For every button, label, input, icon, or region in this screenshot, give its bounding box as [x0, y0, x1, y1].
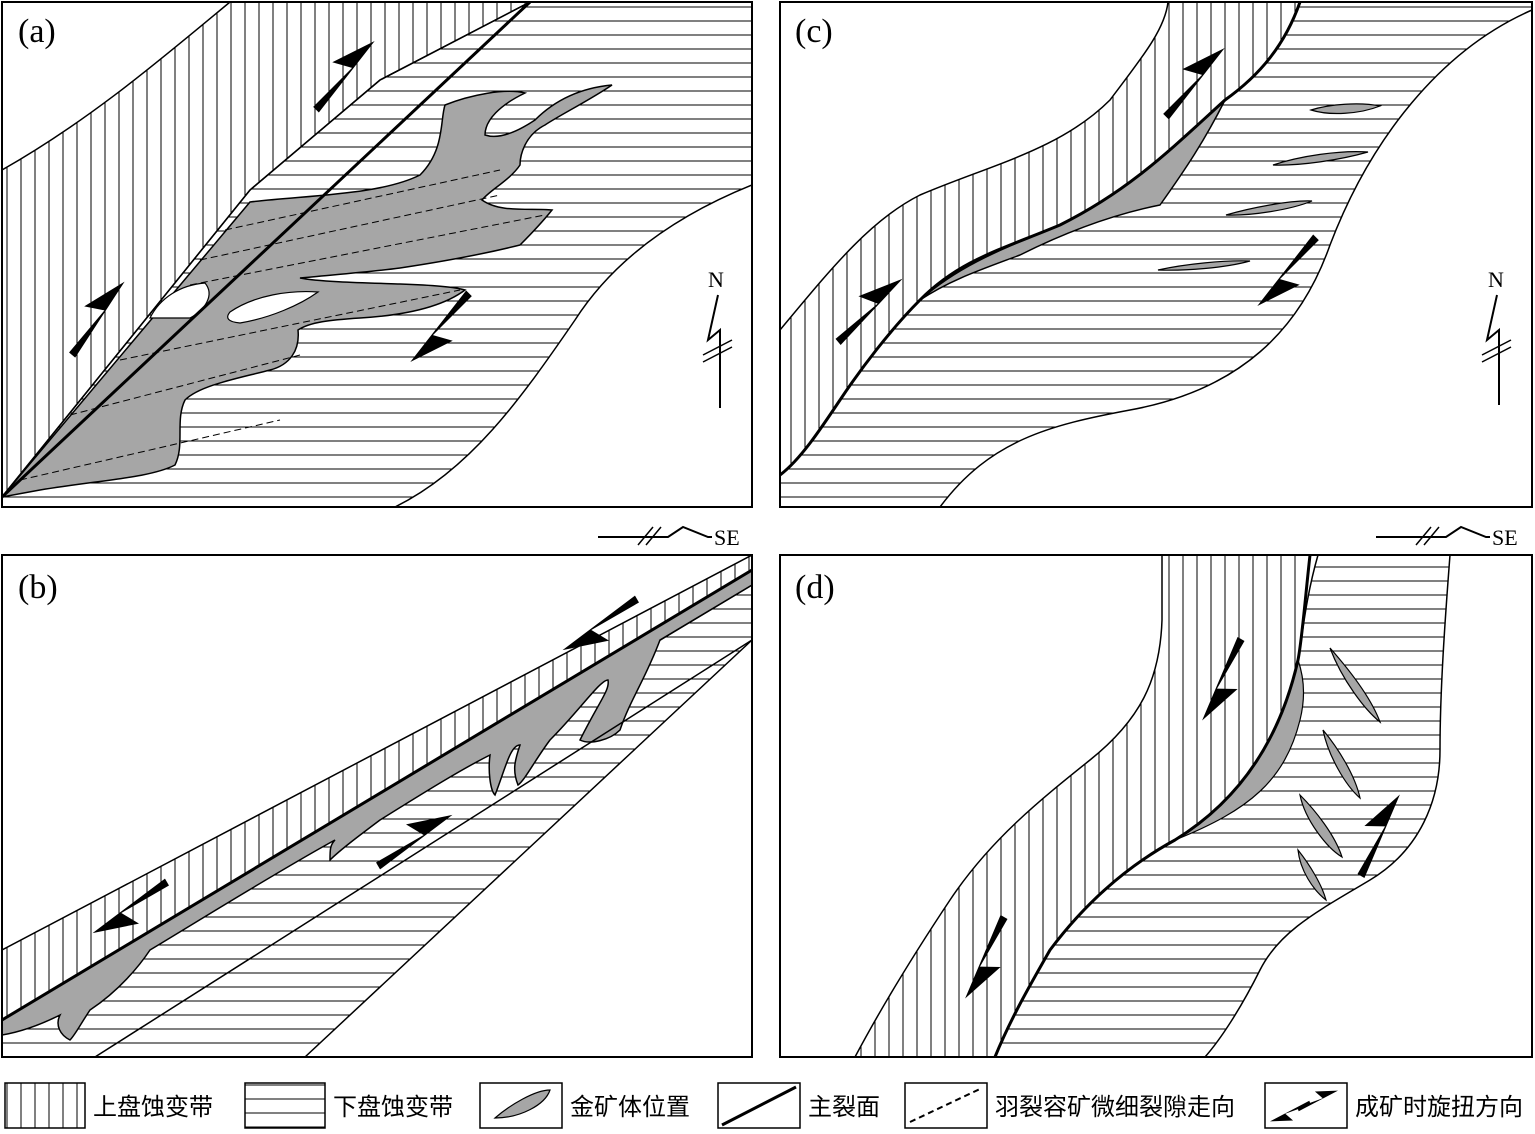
legend-item-hanging-wall: 上盘蚀变带 — [4, 1082, 213, 1129]
torsion-arrow-a-left — [69, 281, 125, 358]
panel-d: (d) — [779, 554, 1533, 1058]
ore-lens-c3 — [1225, 200, 1313, 216]
panel-label-d: (d) — [795, 569, 835, 606]
ore-lens-d3 — [1299, 793, 1344, 859]
legend-item-torsion-direction: 成矿时旋扭方向 — [1264, 1082, 1523, 1129]
ore-lens-d1 — [1329, 647, 1382, 724]
north-arrow-a: N — [702, 267, 733, 408]
panel-b: (b) — [1, 554, 753, 1058]
gold-orebody-b — [2, 569, 752, 1041]
svg-text:N: N — [1488, 267, 1504, 292]
panel-label-a: (a) — [18, 13, 56, 50]
hanging-wall-zone-a — [2, 2, 531, 499]
north-arrow-c: N — [1481, 267, 1512, 405]
torsion-arrow-c-upper — [1163, 48, 1225, 120]
ore-inclusion-a2 — [227, 291, 320, 324]
svg-text:成矿时旋扭方向: 成矿时旋扭方向 — [1355, 1093, 1523, 1121]
panel-c: (c) N — [779, 1, 1533, 508]
legend-item-main-fracture: 主裂面 — [717, 1082, 880, 1129]
torsion-arrow-d-lower — [965, 915, 1008, 999]
svg-text:N: N — [708, 267, 724, 292]
torsion-arrow-a-upper — [313, 41, 375, 113]
ore-lens-c2 — [1272, 151, 1369, 166]
svg-text:金矿体位置: 金矿体位置 — [570, 1093, 690, 1121]
panel-a: (a) N — [1, 1, 753, 508]
main-fracture-d — [993, 555, 1312, 1057]
torsion-arrow-b-upper — [562, 595, 639, 651]
feather-fractures-a — [19, 169, 546, 481]
svg-text:羽裂容矿微细裂隙走向: 羽裂容矿微细裂隙走向 — [995, 1093, 1235, 1121]
torsion-arrow-b-middle — [376, 814, 453, 870]
footwall-boundary-b — [94, 639, 752, 1057]
main-fracture-c — [780, 2, 1302, 477]
legend-item-gold-orebody: 金矿体位置 — [479, 1082, 690, 1129]
torsion-arrow-d-right — [1357, 794, 1400, 878]
ore-lens-d4 — [1297, 848, 1328, 902]
torsion-arrow-c-right — [1257, 234, 1319, 306]
ore-lens-c1 — [1309, 103, 1383, 115]
ore-lens-d2 — [1322, 729, 1361, 800]
svg-text:SE: SE — [714, 525, 740, 550]
torsion-arrow-c-left — [835, 278, 903, 346]
se-marker-right: SE — [1376, 525, 1518, 550]
main-fracture-b — [2, 568, 752, 1022]
hanging-wall-zone-b — [2, 555, 752, 1021]
torsion-arrow-d-upper — [1202, 637, 1245, 721]
panel-label-b: (b) — [18, 569, 58, 606]
se-marker-left: SE — [598, 525, 740, 550]
svg-text:下盘蚀变带: 下盘蚀变带 — [333, 1093, 453, 1121]
torsion-arrow-b-lower — [92, 878, 169, 934]
legend: 上盘蚀变带 下盘蚀变带 金矿体位置 主裂面 羽裂容矿微细裂隙走向 — [4, 1082, 1523, 1129]
panel-label-c: (c) — [795, 13, 833, 50]
legend-item-feather-fracture: 羽裂容矿微细裂隙走向 — [904, 1082, 1235, 1129]
torsion-arrow-a-right — [410, 290, 472, 362]
ore-lens-c4 — [1157, 260, 1251, 271]
svg-text:主裂面: 主裂面 — [808, 1093, 880, 1121]
svg-text:SE: SE — [1492, 525, 1518, 550]
legend-item-footwall: 下盘蚀变带 — [244, 1082, 453, 1129]
svg-text:上盘蚀变带: 上盘蚀变带 — [93, 1093, 213, 1121]
main-fracture-a — [2, 2, 532, 499]
